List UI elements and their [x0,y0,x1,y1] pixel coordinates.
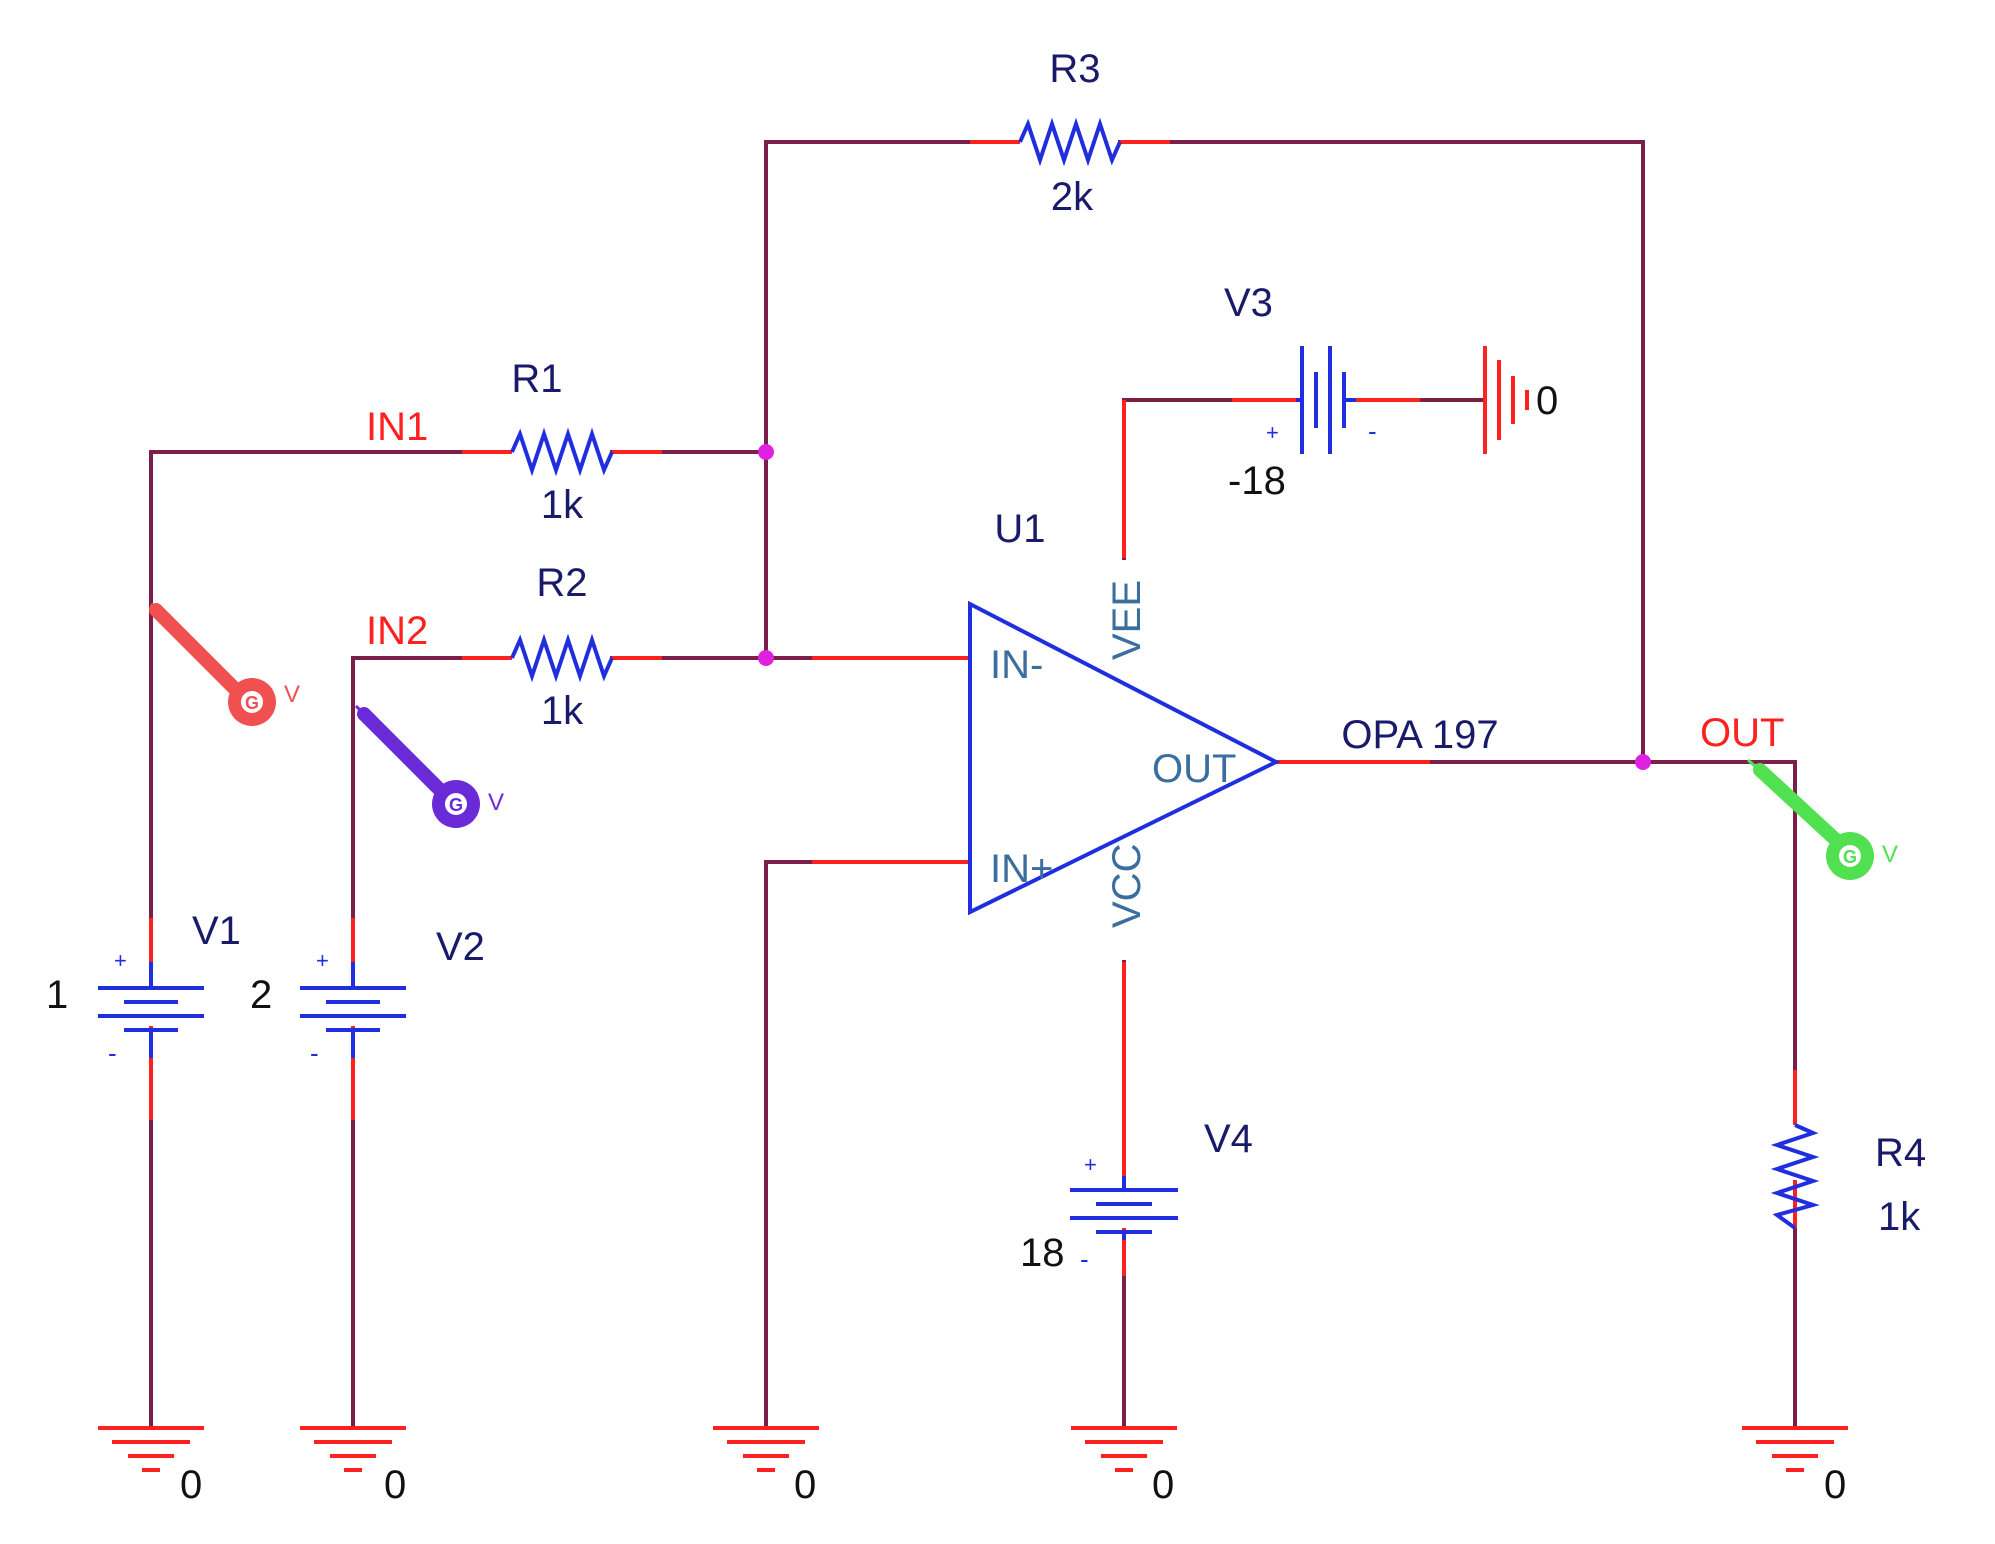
probe-glyph: G [449,795,463,815]
resistor-r3: R3 2k [1018,47,1122,219]
probe-handle [1753,763,1843,847]
v3-minus: - [1368,416,1377,446]
r2-value: 1k [541,689,584,733]
opamp-ref: U1 [994,507,1045,551]
source-v1: + - V1 1 [46,909,241,1068]
r4-value: 1k [1878,1195,1921,1239]
v2-minus: - [310,1038,319,1068]
probe-label: V [284,681,300,708]
source-v2: + - V2 2 [250,925,485,1068]
wire-output [1274,760,1797,1072]
r1-name: R1 [511,357,562,401]
v1-name: V1 [192,909,241,953]
ground-label: 0 [1152,1463,1174,1507]
v4-value: 18 [1020,1231,1065,1275]
ground-label: 0 [180,1463,202,1507]
v1-value: 1 [46,973,68,1017]
r3-name: R3 [1049,47,1100,91]
v1-plus: + [114,948,127,973]
probe-head-ring [1839,845,1861,867]
probe-glyph: G [245,693,259,713]
v2-name: V2 [436,925,485,969]
resistor-r2: R2 1k [510,561,614,733]
pin-stubs [149,140,1797,1276]
resistor-symbol [1018,117,1122,167]
probe-handle [357,707,447,797]
v3-plus: + [1266,420,1279,445]
junction-dot [758,444,774,460]
wire-vee [1122,398,1234,560]
probe-label: V [488,789,504,816]
probe-glyph: G [1843,847,1857,867]
resistor-symbol [510,633,614,683]
r4-name: R4 [1875,1131,1926,1175]
v4-minus: - [1080,1244,1089,1274]
resistor-r1: R1 1k [510,357,614,527]
net-label-out: OUT [1700,711,1784,755]
probe-tip [149,602,168,620]
ground-v1: 0 [98,1426,204,1507]
r3-value: 2k [1051,175,1094,219]
wire-feedback-right [1118,140,1645,764]
ground-label: 0 [1824,1463,1846,1507]
opamp-pin-vcc: VCC [1105,844,1149,928]
junction-dot [758,650,774,666]
ground-label: 0 [1536,379,1558,423]
wire-in1 [149,450,464,920]
wire-in2 [351,656,464,920]
v3-value: -18 [1228,459,1286,503]
v3-name: V3 [1224,281,1273,325]
v4-name: V4 [1204,1117,1253,1161]
voltage-probe-in1[interactable]: G V [149,602,300,726]
opamp-pin-inplus: IN+ [990,847,1053,891]
v4-plus: + [1084,1152,1097,1177]
probe-head-ring [445,793,467,815]
probe-tip [354,704,372,722]
opamp-model: OPA 197 [1341,713,1498,757]
ground-r4: 0 [1742,1426,1848,1507]
probe-label: V [1882,841,1898,868]
ground-label: 0 [794,1463,816,1507]
r1-value: 1k [541,483,584,527]
source-v4: + - V4 18 [1020,1117,1253,1275]
resistor-symbol [1770,1123,1820,1230]
v1-minus: - [108,1038,117,1068]
ground-v3: 0 [1483,346,1558,454]
v2-value: 2 [250,973,272,1017]
ground-v4: 0 [1071,1426,1177,1507]
ground-inplus: 0 [713,1426,819,1507]
net-label-in1: IN1 [366,405,428,449]
opamp-pin-vee: VEE [1105,580,1149,660]
voltage-probe-in2[interactable]: G V [354,704,504,828]
ground-label: 0 [384,1463,406,1507]
net-label-in2: IN2 [366,609,428,653]
voltage-probe-out[interactable]: G V [1747,758,1898,880]
source-v3: + - V3 -18 [1224,281,1377,503]
opamp-pin-out: OUT [1152,747,1236,791]
opamp-pin-inminus: IN- [990,643,1043,687]
v2-plus: + [316,948,329,973]
wires [149,140,1797,1430]
opamp-u1: U1 OPA 197 IN- IN+ OUT VEE VCC [968,507,1499,928]
probe-tip [1747,758,1765,776]
wire-feedback-left [764,140,972,454]
resistor-symbol [510,427,614,477]
probe-handle [149,603,243,697]
junction-dot [1635,754,1651,770]
resistor-r4: R4 1k [1770,1123,1926,1239]
probe-head-ring [241,691,263,713]
wire-inplus-ground [764,860,972,1430]
opamp-triangle [968,600,1281,916]
ground-v2: 0 [300,1426,406,1507]
r2-name: R2 [536,561,587,605]
